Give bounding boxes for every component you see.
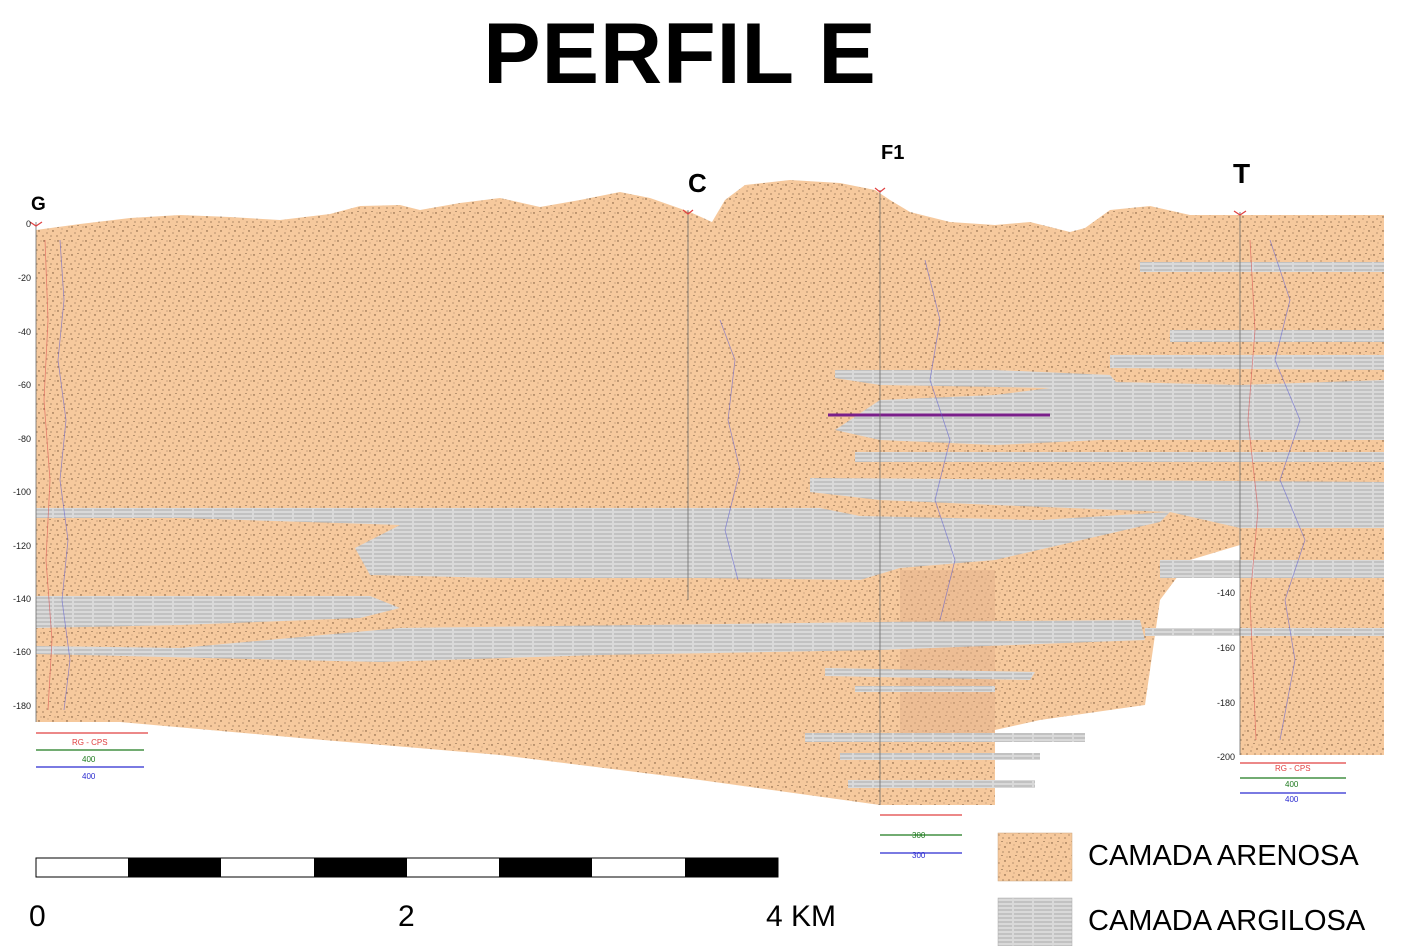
legend-sand-swatch <box>997 832 1073 882</box>
scale-label-2: 2 <box>398 900 415 933</box>
log-scale-f1 <box>880 814 962 854</box>
log-label-t2: 400 <box>1285 795 1299 804</box>
depth-tick: -40 <box>17 327 31 337</box>
log-label-t1: 400 <box>1285 780 1299 789</box>
well-label-g: G <box>31 194 46 215</box>
depth-tick: -100 <box>12 487 31 497</box>
legend-label-arenosa: CAMADA ARENOSA <box>1088 840 1359 872</box>
log-scale-g <box>36 732 148 768</box>
depth-tick: -200 <box>1216 752 1235 762</box>
depth-tick: -160 <box>1216 643 1235 653</box>
depth-tick: -140 <box>12 594 31 604</box>
depth-tick: -180 <box>1216 698 1235 708</box>
depth-tick: -120 <box>12 541 31 551</box>
well-label-t: T <box>1233 158 1251 189</box>
log-curves <box>43 239 1306 741</box>
depth-tick: -180 <box>12 701 31 711</box>
log-label-f1b: 300 <box>912 851 926 860</box>
depth-tick: -160 <box>12 647 31 657</box>
depth-tick: -60 <box>17 380 31 390</box>
depth-tick: 0 <box>25 219 31 229</box>
diagram-title: PERFIL E <box>483 6 877 102</box>
log-scale-t <box>1240 762 1346 794</box>
log-label-rg: RG - CPS <box>72 738 108 747</box>
well-markers <box>29 187 1247 227</box>
depth-tick: -80 <box>17 434 31 444</box>
well-axes <box>35 190 1241 805</box>
log-label-g1: 400 <box>82 755 96 764</box>
well-f1-column <box>880 560 995 805</box>
legend-label-argilosa: CAMADA ARGILOSA <box>1088 905 1366 937</box>
log-label-g2: 400 <box>82 772 96 781</box>
legend-clay-swatch <box>997 897 1073 946</box>
well-label-c: C <box>688 168 707 198</box>
depth-tick: -20 <box>17 273 31 283</box>
km-scale-bar <box>35 857 779 878</box>
well-label-f1: F1 <box>881 142 905 164</box>
log-label-t-rg: RG - CPS <box>1275 764 1311 773</box>
depth-tick: -140 <box>1216 588 1235 598</box>
log-label-f1a: 300 <box>912 831 926 840</box>
clay-layers <box>36 262 1384 788</box>
scale-label-0: 0 <box>29 900 46 933</box>
scale-label-4km: 4 KM <box>766 900 837 933</box>
